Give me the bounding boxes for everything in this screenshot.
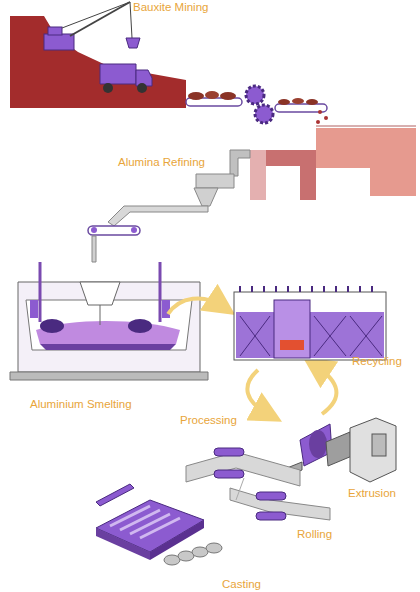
ore-conveyor xyxy=(220,92,236,100)
smelting-pot xyxy=(18,282,200,372)
refinery-tank xyxy=(266,150,316,200)
smelting-pot xyxy=(100,305,101,325)
smelting-pot xyxy=(162,300,170,318)
rolling-mill xyxy=(214,470,244,478)
casthouse xyxy=(280,340,304,350)
stage-label: Rolling xyxy=(297,527,332,541)
rolling-mill xyxy=(186,448,330,520)
casthouse xyxy=(240,316,382,356)
dragline-crane xyxy=(44,2,140,50)
flow-arrow xyxy=(168,298,222,314)
smelting-pot xyxy=(10,262,208,380)
extrusion-press xyxy=(350,418,396,482)
mine-terrain xyxy=(10,16,186,108)
dragline-crane xyxy=(70,2,130,36)
stage-label: Extrusion xyxy=(348,486,396,500)
ore-conveyor xyxy=(246,86,264,104)
ore-conveyor xyxy=(318,110,322,114)
casthouse xyxy=(234,286,386,360)
casting-mold xyxy=(96,484,134,506)
mine-terrain xyxy=(10,16,186,108)
casting-mold xyxy=(96,500,204,552)
ore-conveyor xyxy=(255,105,273,123)
dragline-crane xyxy=(62,2,130,28)
refinery-tank xyxy=(250,150,266,200)
refinery-tank xyxy=(316,126,416,127)
dragline-crane xyxy=(48,27,62,35)
stage-label: Alumina Refining xyxy=(118,155,205,169)
dragline-crane xyxy=(130,2,132,38)
extrusion-press xyxy=(326,432,352,466)
refinery-tank xyxy=(131,227,137,233)
extrusion-press xyxy=(372,434,386,456)
haul-truck xyxy=(137,83,147,93)
stage-label: Recycling xyxy=(352,354,402,368)
refinery-tank xyxy=(230,150,250,176)
stage-label: Processing xyxy=(180,413,237,427)
smelting-pot xyxy=(10,372,208,380)
rolling-mill xyxy=(230,488,330,520)
stage-label: Bauxite Mining xyxy=(133,0,208,14)
refinery-tank xyxy=(194,188,218,206)
casthouse xyxy=(234,292,386,360)
refinery-tank xyxy=(108,206,208,226)
flow-arrow xyxy=(247,370,268,414)
smelting-pot xyxy=(40,319,64,333)
smelting-pot xyxy=(128,319,152,333)
rolling-mill xyxy=(256,492,286,500)
smelting-pot xyxy=(159,262,162,322)
ore-conveyor xyxy=(316,120,320,124)
rolling-mill xyxy=(256,512,286,520)
refinery-tank xyxy=(91,227,97,233)
ore-conveyor xyxy=(205,91,219,99)
refinery-tank xyxy=(92,236,96,262)
casting-mold xyxy=(206,543,222,553)
flow-arrow xyxy=(316,366,336,414)
rolling-mill xyxy=(236,478,244,500)
casthouse xyxy=(274,300,310,358)
ore-conveyor xyxy=(278,99,290,105)
dragline-crane xyxy=(126,38,140,48)
haul-truck xyxy=(100,64,136,84)
smelting-pot xyxy=(26,300,192,350)
ore-conveyor xyxy=(292,98,304,104)
casting-mold xyxy=(110,506,180,538)
ore-conveyor xyxy=(306,99,318,105)
dragline-crane xyxy=(44,34,74,50)
refinery-tank xyxy=(88,126,416,262)
ore-conveyor xyxy=(188,92,204,100)
haul-truck xyxy=(103,83,113,93)
haul-truck xyxy=(100,64,152,93)
rolling-mill xyxy=(214,448,244,456)
extrusion-press xyxy=(309,430,327,458)
refinery-tank xyxy=(196,174,234,188)
smelting-pot xyxy=(40,344,176,350)
stage-label: Aluminium Smelting xyxy=(30,397,132,411)
casthouse xyxy=(240,286,372,292)
refinery-tank xyxy=(316,128,416,196)
smelting-pot xyxy=(30,300,38,318)
refinery-tank xyxy=(88,226,140,235)
casting-mold xyxy=(96,528,150,560)
smelting-pot xyxy=(80,282,120,305)
casting-mold xyxy=(96,484,222,565)
stage-label: Casting xyxy=(222,577,261,591)
smelting-pot xyxy=(39,262,42,322)
ore-conveyor xyxy=(186,86,328,124)
ore-conveyor xyxy=(324,116,328,120)
